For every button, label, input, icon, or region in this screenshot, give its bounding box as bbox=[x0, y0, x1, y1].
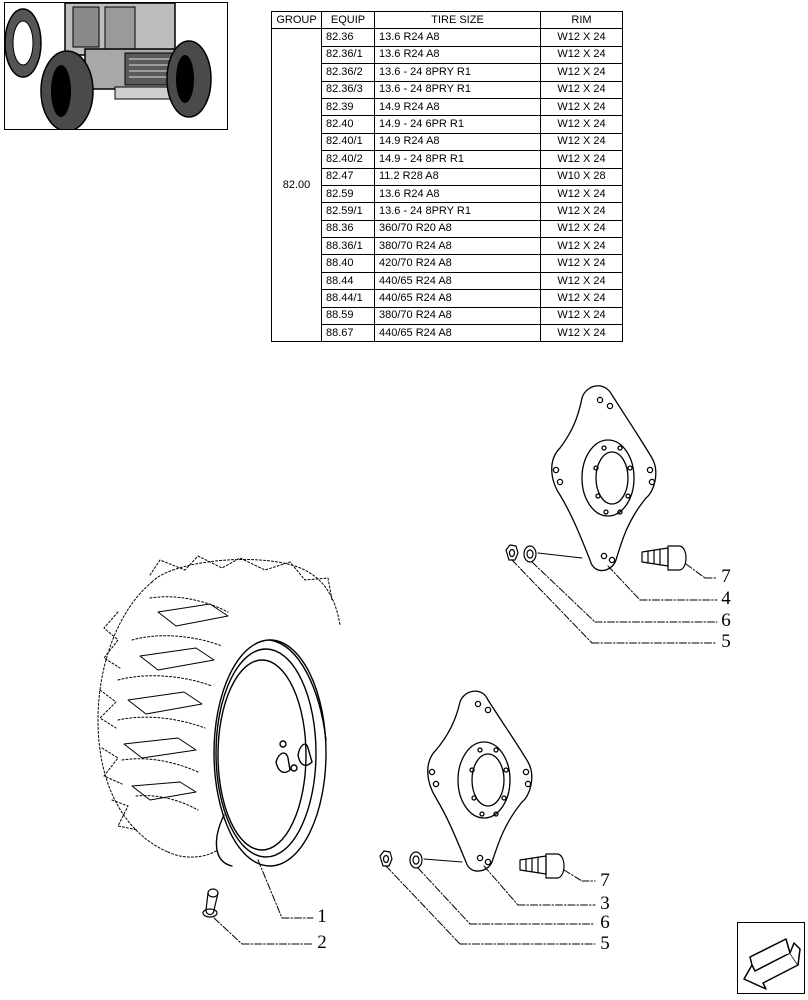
leader-lines bbox=[213, 559, 718, 945]
callout-lower-disc: 3 bbox=[600, 893, 610, 914]
lower-washer bbox=[409, 851, 423, 869]
valve-stem bbox=[202, 888, 219, 918]
callout-upper-nut: 5 bbox=[721, 631, 731, 652]
tire-outline bbox=[97, 555, 341, 858]
lower-nut bbox=[379, 850, 393, 867]
callout-upper-disc: 4 bbox=[721, 588, 731, 609]
rim-cell: W12 X 24 bbox=[540, 150, 623, 169]
callout-lower-washer: 6 bbox=[600, 912, 610, 933]
upper-bolt bbox=[641, 545, 687, 571]
tire-tread-blocks bbox=[123, 603, 229, 801]
callout-valve: 2 bbox=[317, 932, 327, 953]
callout-upper-bolt: 7 bbox=[721, 566, 731, 587]
previous-page-arrow-icon[interactable] bbox=[737, 922, 805, 994]
wheel-rim bbox=[213, 639, 327, 867]
upper-washer bbox=[523, 545, 537, 563]
callout-rim: 1 bbox=[317, 906, 327, 927]
rim-cell: W12 X 24 bbox=[540, 324, 623, 343]
table-header-row: GROUP EQUIP TIRE SIZE RIM bbox=[271, 10, 623, 30]
lower-wheel-disc bbox=[427, 690, 533, 872]
lower-bolt bbox=[519, 853, 565, 879]
callout-lower-bolt: 7 bbox=[600, 870, 610, 891]
callout-upper-washer: 6 bbox=[721, 610, 731, 631]
upper-nut bbox=[505, 544, 519, 561]
callout-lower-nut: 5 bbox=[600, 933, 610, 954]
tractor-thumbnail-icon bbox=[4, 2, 228, 130]
rim-cell: W12 X 24 bbox=[540, 219, 623, 239]
upper-wheel-disc bbox=[551, 385, 657, 572]
